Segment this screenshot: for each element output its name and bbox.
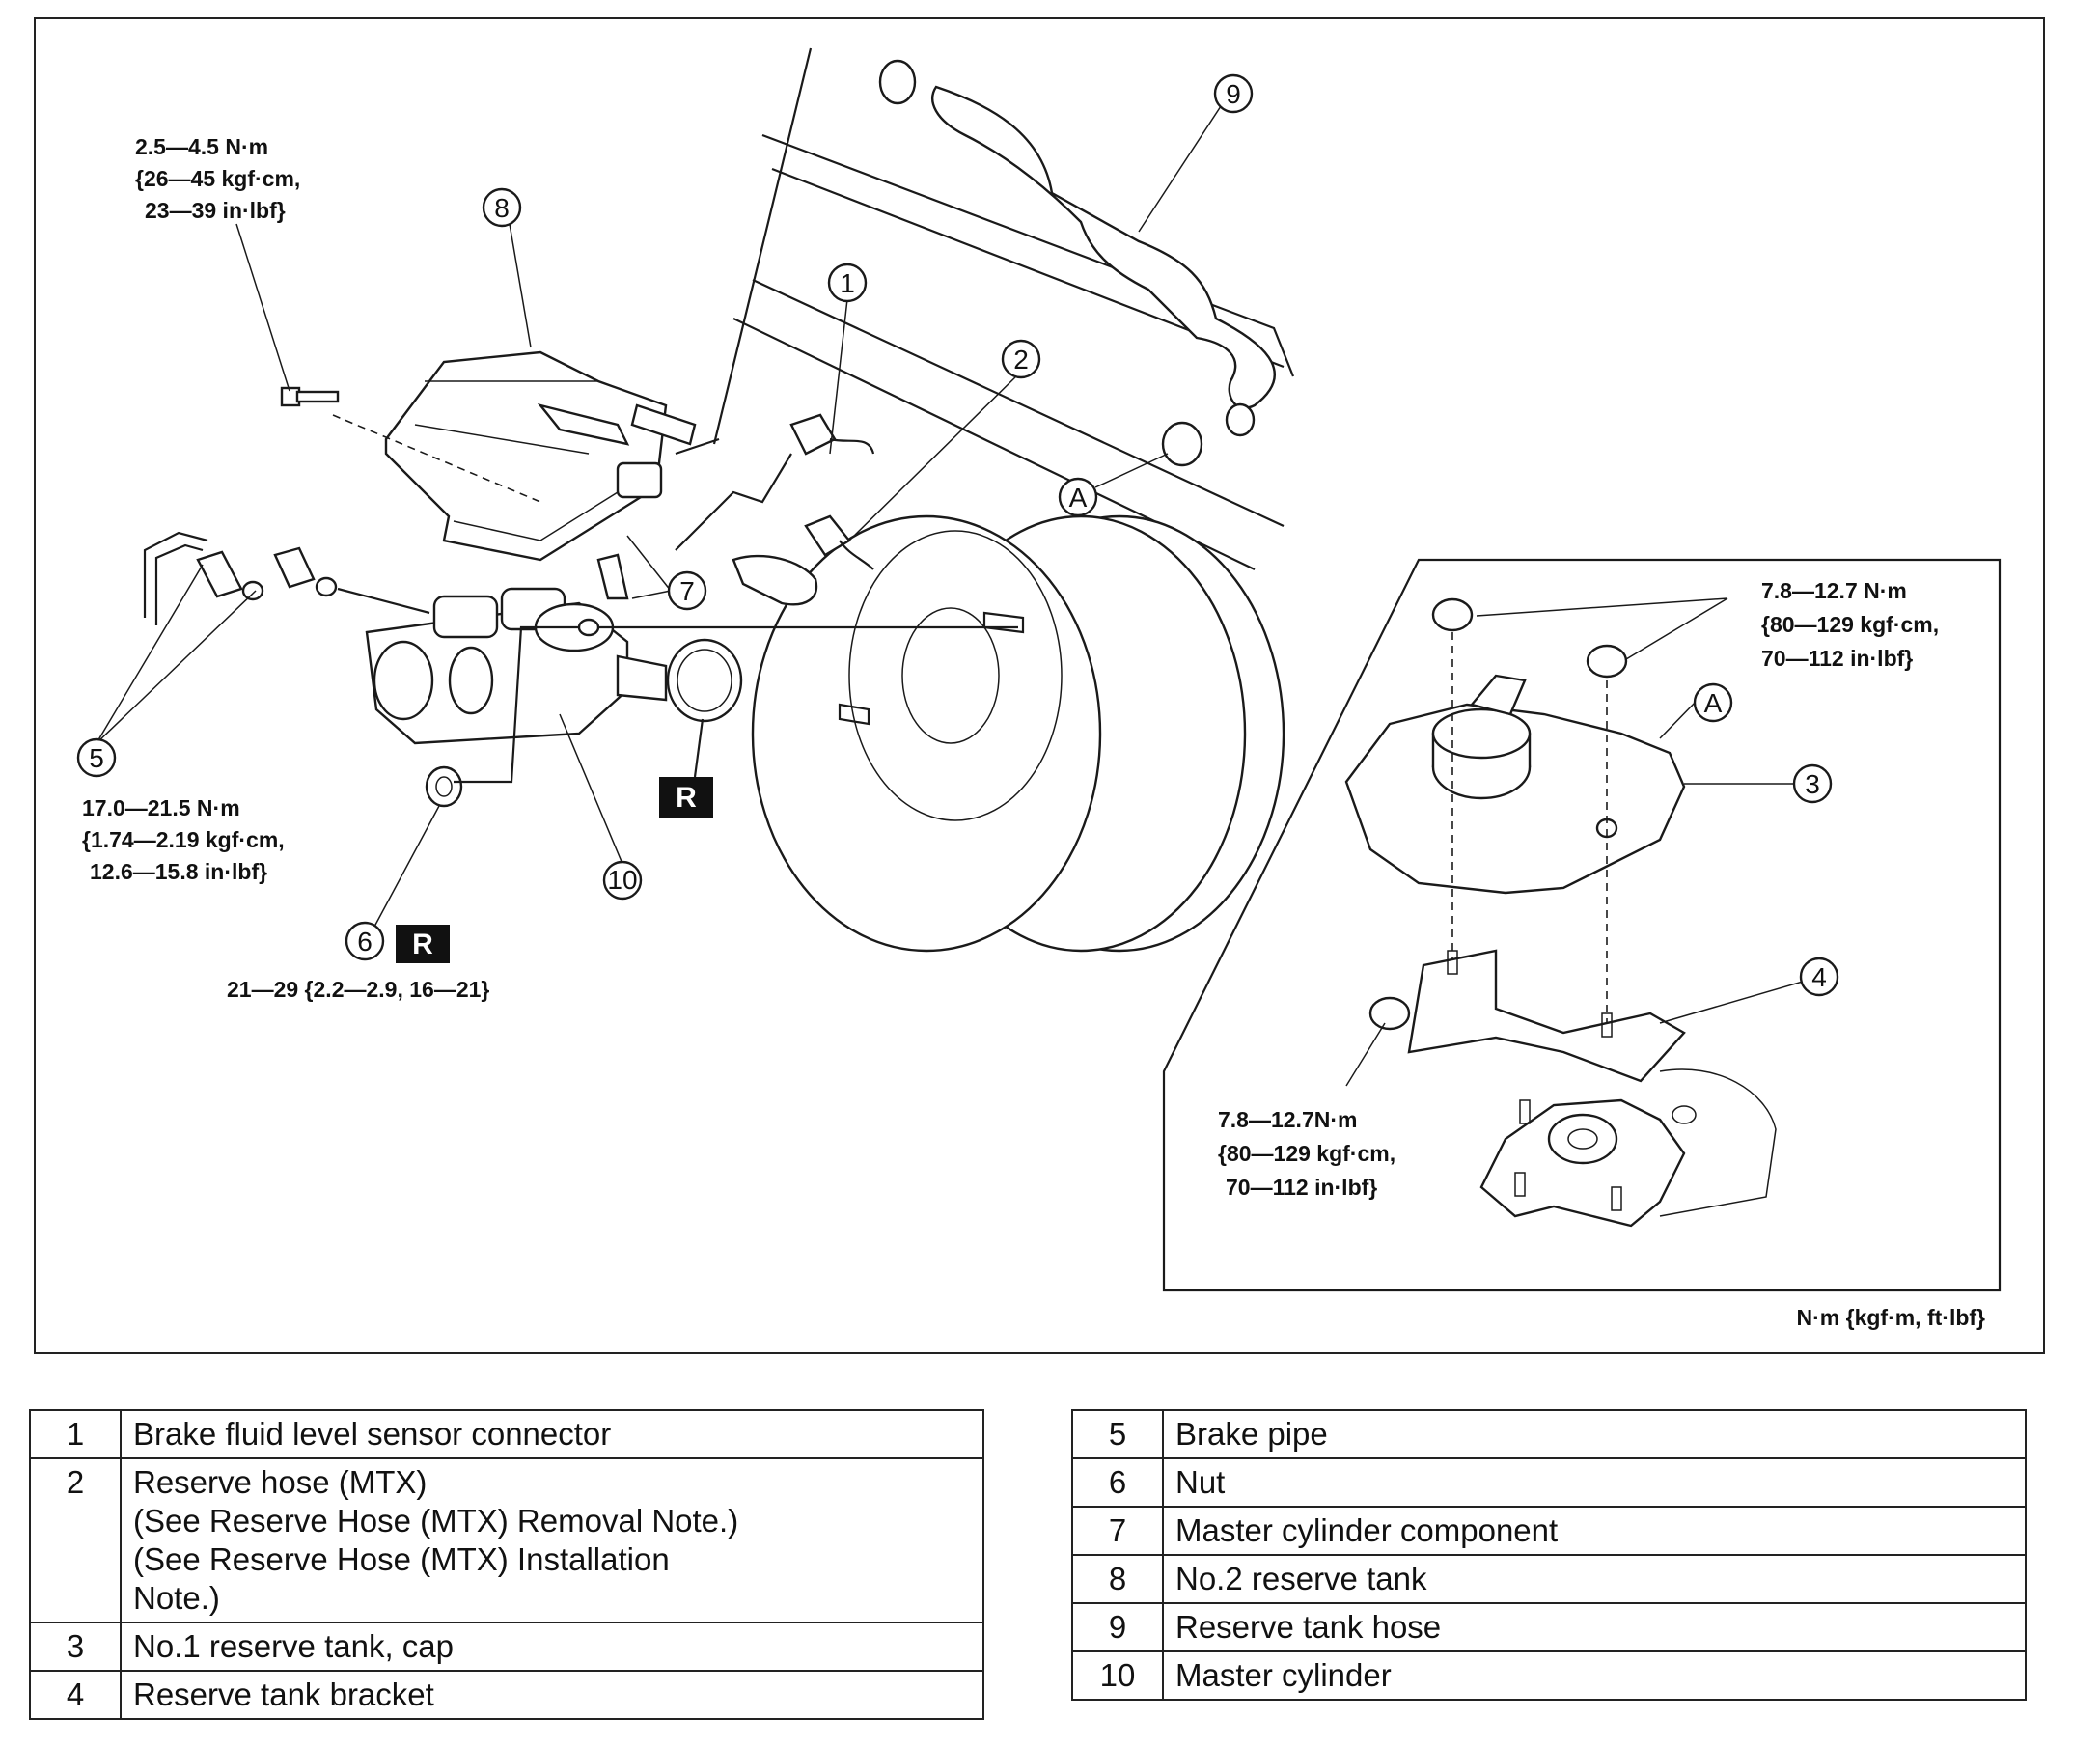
callouts: 1 2 3 4 5 6 7 8 — [76, 73, 1839, 997]
svg-text:8: 8 — [494, 193, 510, 223]
table-row: 6 Nut — [1071, 1457, 2027, 1508]
svg-text:7.8—12.7 N·m: 7.8—12.7 N·m — [1761, 578, 1907, 603]
replace-badge-nut: R — [396, 925, 450, 963]
seal-ring — [666, 638, 743, 778]
svg-text:7.8—12.7N·m: 7.8—12.7N·m — [1218, 1107, 1357, 1132]
torque-label-bolt-8: 2.5—4.5 N·m {26—45 kgf·cm, 23—39 in·lbf} — [135, 134, 300, 223]
table-row: 9 Reserve tank hose — [1071, 1602, 2027, 1652]
svg-text:{1.74—2.19 kgf·cm,: {1.74—2.19 kgf·cm, — [82, 827, 285, 852]
svg-text:70—112 in·lbf}: 70—112 in·lbf} — [1226, 1175, 1377, 1200]
part-name: Reserve hose (MTX) (See Reserve Hose (MT… — [120, 1457, 984, 1623]
svg-text:9: 9 — [1226, 79, 1241, 109]
reserve-tank-hose — [878, 59, 1276, 467]
table-row: 7 Master cylinder component — [1071, 1506, 2027, 1556]
tank-nuts — [1431, 597, 1628, 1023]
part-number: 9 — [1071, 1602, 1164, 1652]
callout-a-inset: A — [1693, 682, 1733, 723]
callout-3: 3 — [1792, 763, 1833, 804]
svg-text:7: 7 — [679, 576, 695, 606]
no1-reserve-tank — [1344, 674, 1686, 895]
brake-pipes — [143, 531, 430, 625]
svg-text:R: R — [412, 929, 433, 960]
part-name: Reserve tank bracket — [120, 1670, 984, 1720]
diagram-frame — [34, 17, 2045, 1354]
part-number: 10 — [1071, 1650, 1164, 1701]
callout-7: 7 — [667, 570, 707, 611]
svg-text:{80—129 kgf·cm,: {80—129 kgf·cm, — [1761, 612, 1939, 637]
strut-mount — [1479, 1068, 1777, 1228]
torque-label-bracket-4: 7.8—12.7N·m {80—129 kgf·cm, 70—112 in·lb… — [1218, 1107, 1395, 1200]
part-number: 7 — [1071, 1506, 1164, 1556]
svg-text:2.5—4.5 N·m: 2.5—4.5 N·m — [135, 134, 268, 159]
table-row: 4 Reserve tank bracket — [29, 1670, 984, 1720]
parts-table-left: 1 Brake fluid level sensor connector 2 R… — [29, 1409, 984, 1720]
svg-text:{80—129 kgf·cm,: {80—129 kgf·cm, — [1218, 1141, 1395, 1166]
inset-detail — [1162, 558, 2002, 1292]
part-number: 5 — [1071, 1409, 1164, 1459]
no2-reserve-tank — [332, 350, 697, 600]
callout-10: 10 — [602, 860, 643, 901]
svg-text:17.0—21.5 N·m: 17.0—21.5 N·m — [82, 795, 240, 820]
svg-text:N·m {kgf·m, ft·lbf}: N·m {kgf·m, ft·lbf} — [1797, 1305, 1986, 1330]
part-name: Brake fluid level sensor connector — [120, 1409, 984, 1459]
svg-text:4: 4 — [1811, 962, 1827, 992]
reserve-tank-bracket — [1368, 949, 1686, 1083]
part-name: Nut — [1162, 1457, 2027, 1508]
brake-booster — [751, 514, 1285, 953]
callout-1: 1 — [827, 263, 868, 303]
part-number: 3 — [29, 1622, 122, 1672]
svg-text:R: R — [676, 782, 697, 814]
part-number: 1 — [29, 1409, 122, 1459]
part-number: 2 — [29, 1457, 122, 1623]
unit-legend: N·m {kgf·m, ft·lbf} — [1797, 1305, 1986, 1330]
svg-text:A: A — [1704, 688, 1723, 718]
sensor-connector — [675, 413, 875, 551]
callout-a-main: A — [1058, 477, 1098, 517]
table-row: 1 Brake fluid level sensor connector — [29, 1409, 984, 1459]
part-name: Brake pipe — [1162, 1409, 2027, 1459]
table-row: 2 Reserve hose (MTX) (See Reserve Hose (… — [29, 1457, 984, 1623]
table-row: 3 No.1 reserve tank, cap — [29, 1622, 984, 1672]
torque-label-pipe-5: 17.0—21.5 N·m {1.74—2.19 kgf·cm, 12.6—15… — [82, 795, 285, 884]
torque-label-tank-3: 7.8—12.7 N·m {80—129 kgf·cm, 70—112 in·l… — [1761, 578, 1939, 671]
callout-6: 6 — [345, 921, 385, 961]
svg-text:3: 3 — [1805, 769, 1820, 799]
nut-6 — [425, 625, 579, 808]
part-name: Master cylinder — [1162, 1650, 2027, 1701]
torque-label-nut-6: 21—29 {2.2—2.9, 16—21} — [227, 977, 489, 1002]
callout-9: 9 — [1213, 73, 1254, 114]
parts-table-right: 5 Brake pipe 6 Nut 7 Master cylinder com… — [1071, 1409, 2027, 1701]
svg-text:23—39 in·lbf}: 23—39 in·lbf} — [145, 198, 286, 223]
table-row: 10 Master cylinder — [1071, 1650, 2027, 1701]
callout-4: 4 — [1799, 957, 1839, 997]
part-number: 6 — [1071, 1457, 1164, 1508]
callout-5: 5 — [76, 737, 117, 778]
tank-bolt — [280, 386, 340, 407]
part-number: 8 — [1071, 1554, 1164, 1604]
part-name: Reserve tank hose — [1162, 1602, 2027, 1652]
svg-text:10: 10 — [607, 865, 637, 895]
table-row: 8 No.2 reserve tank — [1071, 1554, 2027, 1604]
svg-text:6: 6 — [357, 927, 373, 957]
svg-text:5: 5 — [89, 743, 104, 773]
part-number: 4 — [29, 1670, 122, 1720]
part-name: No.1 reserve tank, cap — [120, 1622, 984, 1672]
callout-8: 8 — [482, 187, 522, 228]
table-row: 5 Brake pipe — [1071, 1409, 2027, 1459]
master-cylinder — [365, 587, 1018, 745]
svg-text:70—112 in·lbf}: 70—112 in·lbf} — [1761, 646, 1913, 671]
svg-text:A: A — [1069, 483, 1088, 513]
part-name: No.2 reserve tank — [1162, 1554, 2027, 1604]
svg-text:12.6—15.8 in·lbf}: 12.6—15.8 in·lbf} — [90, 859, 267, 884]
svg-text:{26—45 kgf·cm,: {26—45 kgf·cm, — [135, 166, 300, 191]
leader-lines — [96, 105, 1820, 1087]
callout-2: 2 — [1001, 339, 1041, 379]
replace-badge-seal: R — [659, 777, 713, 818]
svg-text:21—29 {2.2—2.9, 16—21}: 21—29 {2.2—2.9, 16—21} — [227, 977, 489, 1002]
svg-text:2: 2 — [1013, 345, 1029, 374]
part-name: Master cylinder component — [1162, 1506, 2027, 1556]
svg-text:1: 1 — [840, 268, 855, 298]
